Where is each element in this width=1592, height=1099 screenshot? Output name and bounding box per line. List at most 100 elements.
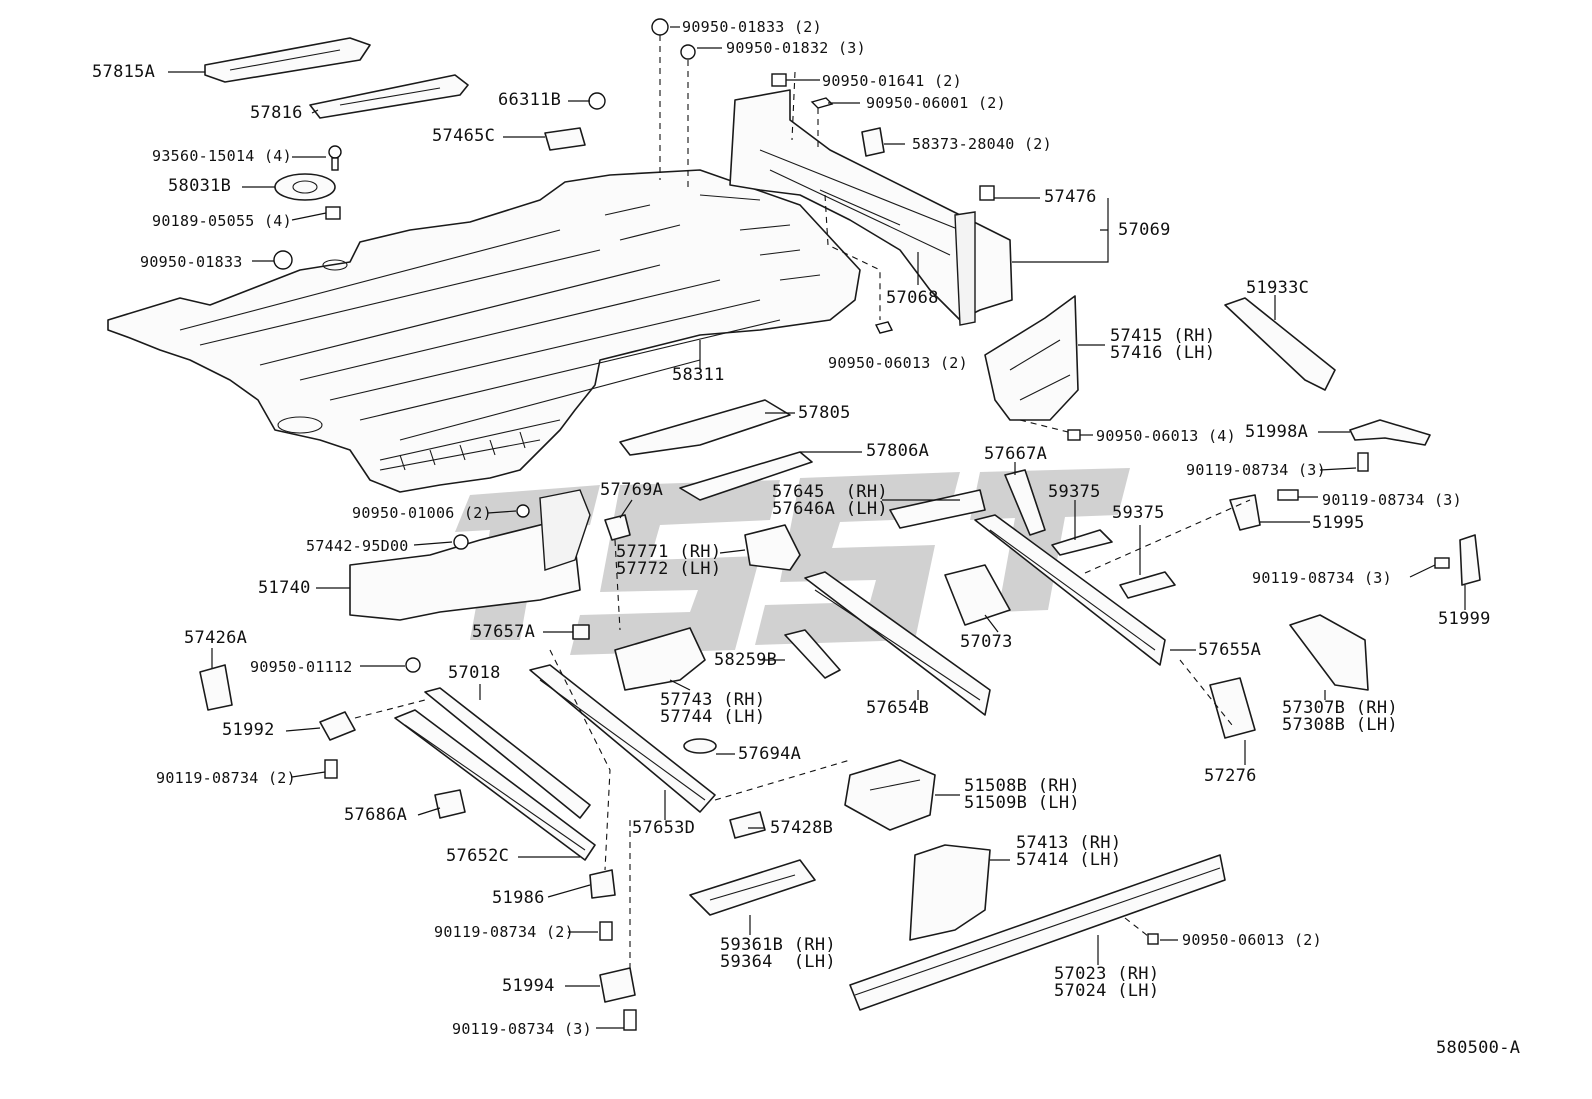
label-57744: 57744 (LH) — [660, 707, 766, 727]
rail-57654B — [804, 571, 991, 716]
rail-57655A — [974, 514, 1166, 666]
plate-58373 — [861, 127, 885, 157]
label-90950-01833-2: 90950-01833 (2) — [682, 18, 822, 36]
label-57442: 57442-95D00 — [306, 537, 409, 555]
bracket-57307B — [1289, 614, 1369, 691]
bracket-51992 — [319, 711, 356, 741]
label-57073: 57073 — [960, 632, 1013, 652]
label-57655A: 57655A — [1198, 640, 1262, 660]
label-90119-08734-3a: 90119-08734 (3) — [1186, 461, 1326, 479]
bolt-90119-e — [599, 921, 613, 941]
label-57772: 57772 (LH) — [616, 559, 722, 579]
bracket-59375-a — [1051, 529, 1113, 556]
bolt-90119-d — [324, 759, 338, 779]
label-57654B: 57654B — [866, 698, 930, 718]
label-57068: 57068 — [886, 288, 939, 308]
rail-51933C — [1224, 297, 1336, 391]
plug-90950-01112 — [405, 657, 421, 673]
label-57018: 57018 — [448, 663, 501, 683]
label-57667A: 57667A — [984, 444, 1048, 464]
bracket-57465C — [544, 127, 586, 151]
plug-90950-01641 — [771, 73, 787, 87]
rail-57023 — [849, 854, 1226, 1011]
label-57413: 57413 (RH) — [1016, 833, 1122, 853]
label-57653D: 57653D — [632, 818, 696, 838]
label-66311B: 66311B — [498, 90, 562, 110]
bracket-58259B — [784, 629, 841, 679]
label-57426A: 57426A — [184, 628, 248, 648]
bracket-57667A — [1004, 469, 1046, 536]
label-59375a: 59375 — [1048, 482, 1101, 502]
label-57686A: 57686A — [344, 805, 408, 825]
tank-51740 — [349, 489, 591, 621]
label-57771: 57771 (RH) — [616, 542, 722, 562]
bracket-51508B — [844, 759, 936, 831]
bracket-57073 — [944, 564, 1011, 626]
label-57646A: 57646A (LH) — [772, 499, 888, 519]
bracket-57743 — [614, 627, 706, 691]
label-57806A: 57806A — [866, 441, 930, 461]
label-51992: 51992 — [222, 720, 275, 740]
rear-panel-57069 — [729, 89, 1013, 326]
label-57743: 57743 (RH) — [660, 690, 766, 710]
label-58311: 58311 — [672, 365, 725, 385]
label-57652C: 57652C — [446, 846, 510, 866]
label-57769A: 57769A — [600, 480, 664, 500]
label-51994: 51994 — [502, 976, 555, 996]
bracket-59361B — [689, 859, 816, 916]
bracket-57769A — [604, 514, 631, 541]
label-90950-01641-2: 90950-01641 (2) — [822, 72, 962, 90]
label-57645: 57645 (RH) — [772, 482, 888, 502]
label-57476: 57476 — [1044, 187, 1097, 207]
panel-57413 — [909, 844, 991, 941]
plug-90950-06013-c — [1147, 933, 1159, 945]
nut-90189 — [325, 206, 341, 220]
label-90950-01832-3: 90950-01832 (3) — [726, 39, 866, 57]
label-90950-01833: 90950-01833 — [140, 253, 243, 271]
label-57276: 57276 — [1204, 766, 1257, 786]
label-57694A: 57694A — [738, 744, 802, 764]
label-51740: 51740 — [258, 578, 311, 598]
label-57816: 57816 — [250, 103, 303, 123]
label-59364: 59364 (LH) — [720, 952, 836, 972]
label-90950-06013-2a: 90950-06013 (2) — [828, 354, 968, 372]
bracket-57694A — [683, 738, 717, 754]
label-57815A: 57815A — [92, 62, 156, 82]
label-90119-08734-2a: 90119-08734 (2) — [156, 769, 296, 787]
bracket-51998A — [1349, 419, 1431, 446]
bolt-93560 — [328, 145, 342, 171]
label-90950-01112: 90950-01112 — [250, 658, 353, 676]
bracket-57645 — [889, 489, 986, 529]
bracket-51995 — [1229, 494, 1261, 531]
label-58259B: 58259B — [714, 650, 778, 670]
diagram-id: 580500-A — [1436, 1038, 1521, 1058]
label-57069: 57069 — [1118, 220, 1171, 240]
label-57657A: 57657A — [472, 622, 536, 642]
label-57308B: 57308B (LH) — [1282, 715, 1398, 735]
label-57416: 57416 (LH) — [1110, 343, 1216, 363]
bolt-90119-c — [1434, 557, 1450, 569]
bracket-59375-b — [1119, 571, 1176, 599]
clip-66311B — [588, 92, 606, 110]
label-58373: 58373-28040 (2) — [912, 135, 1052, 153]
label-57023: 57023 (RH) — [1054, 964, 1160, 984]
label-51995: 51995 — [1312, 513, 1365, 533]
plug-90950-06013-a — [874, 321, 894, 334]
clip-51994 — [599, 967, 636, 1003]
label-51999: 51999 — [1438, 609, 1491, 629]
label-90119-08734-3c: 90119-08734 (3) — [1252, 569, 1392, 587]
bracket-58031B — [274, 173, 336, 201]
bracket-57771 — [744, 524, 801, 571]
label-57465C: 57465C — [432, 126, 496, 146]
label-59361B: 59361B (RH) — [720, 935, 836, 955]
leader-lines — [168, 26, 1466, 1029]
plug-90950-01833 — [273, 250, 293, 270]
plug-90950-06013-b — [1067, 429, 1081, 441]
label-59375b: 59375 — [1112, 503, 1165, 523]
bracket-57657A — [572, 624, 590, 640]
label-90950-06013-4: 90950-06013 (4) — [1096, 427, 1236, 445]
label-90119-08734-3b: 90119-08734 (3) — [1322, 491, 1462, 509]
label-51986: 51986 — [492, 888, 545, 908]
label-57024: 57024 (LH) — [1054, 981, 1160, 1001]
